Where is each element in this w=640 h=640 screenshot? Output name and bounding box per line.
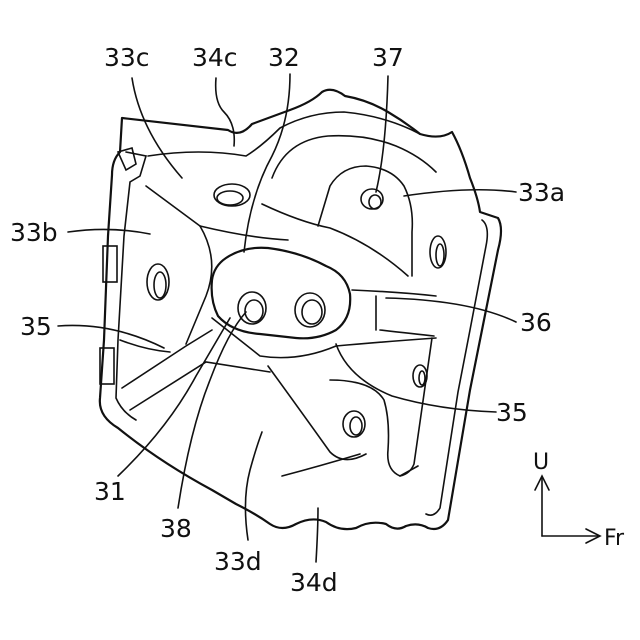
left-slot-upper	[103, 246, 117, 282]
label-33a: 33a	[518, 178, 565, 207]
left-flange-edge	[116, 152, 146, 420]
panel-outer-outline	[100, 90, 501, 529]
fold-line-lower-left	[122, 330, 212, 388]
orientation-axes: U Fr	[533, 450, 625, 551]
hole-boss-right-inner	[302, 300, 322, 324]
ridge-33a-upper	[272, 136, 436, 178]
fold-line-left-diag	[120, 340, 170, 352]
label-35-right: 35	[496, 398, 528, 427]
rib-36-lower	[380, 330, 434, 336]
leader-34d	[316, 508, 318, 562]
left-flange-tab	[118, 148, 136, 170]
label-31: 31	[94, 477, 126, 506]
leader-31	[118, 318, 230, 476]
label-32: 32	[268, 43, 300, 72]
slot-right-upper-inner	[436, 244, 444, 266]
leader-37	[376, 76, 388, 192]
label-33d: 33d	[214, 547, 262, 576]
right-vertical-fold	[400, 338, 432, 476]
axis-up-label: U	[533, 450, 549, 475]
fold-line-upper-left	[146, 186, 200, 226]
rib-36-upper	[352, 290, 436, 296]
raised-section-33a	[318, 166, 412, 276]
leader-34c	[216, 78, 235, 146]
leader-33a	[404, 190, 516, 196]
leader-32	[244, 74, 290, 252]
label-33b: 33b	[10, 218, 58, 247]
label-33c: 33c	[104, 43, 150, 72]
label-38: 38	[160, 514, 192, 543]
fold-line-horizontal	[200, 226, 288, 240]
hole-38-inner	[245, 300, 263, 322]
leader-38	[178, 312, 246, 508]
label-34c: 34c	[192, 43, 238, 72]
leader-36	[386, 298, 516, 322]
hole-37-inner	[369, 195, 381, 209]
lower-fold-diagonal	[268, 366, 366, 460]
hole-upper-left-inner	[217, 191, 243, 205]
hole-lower-inner	[350, 417, 362, 435]
top-ridge-line	[148, 112, 420, 156]
lower-fold-bottom	[282, 454, 360, 476]
label-35-left: 35	[20, 312, 52, 341]
boss-plate-32	[212, 248, 351, 339]
fold-line-curve-33b	[186, 226, 212, 344]
hole-38	[238, 292, 266, 324]
leader-33d	[245, 432, 262, 540]
label-34d: 34d	[290, 568, 338, 597]
leader-35-left	[58, 325, 164, 348]
hole-33b-inner	[154, 272, 166, 298]
hole-boss-right	[295, 293, 325, 327]
leader-33c	[132, 78, 182, 178]
label-37: 37	[372, 43, 404, 72]
axis-forward-label: Fr	[604, 526, 625, 551]
hole-right-small-inner	[419, 371, 425, 385]
rib-35-right	[336, 338, 436, 346]
label-36: 36	[520, 308, 552, 337]
